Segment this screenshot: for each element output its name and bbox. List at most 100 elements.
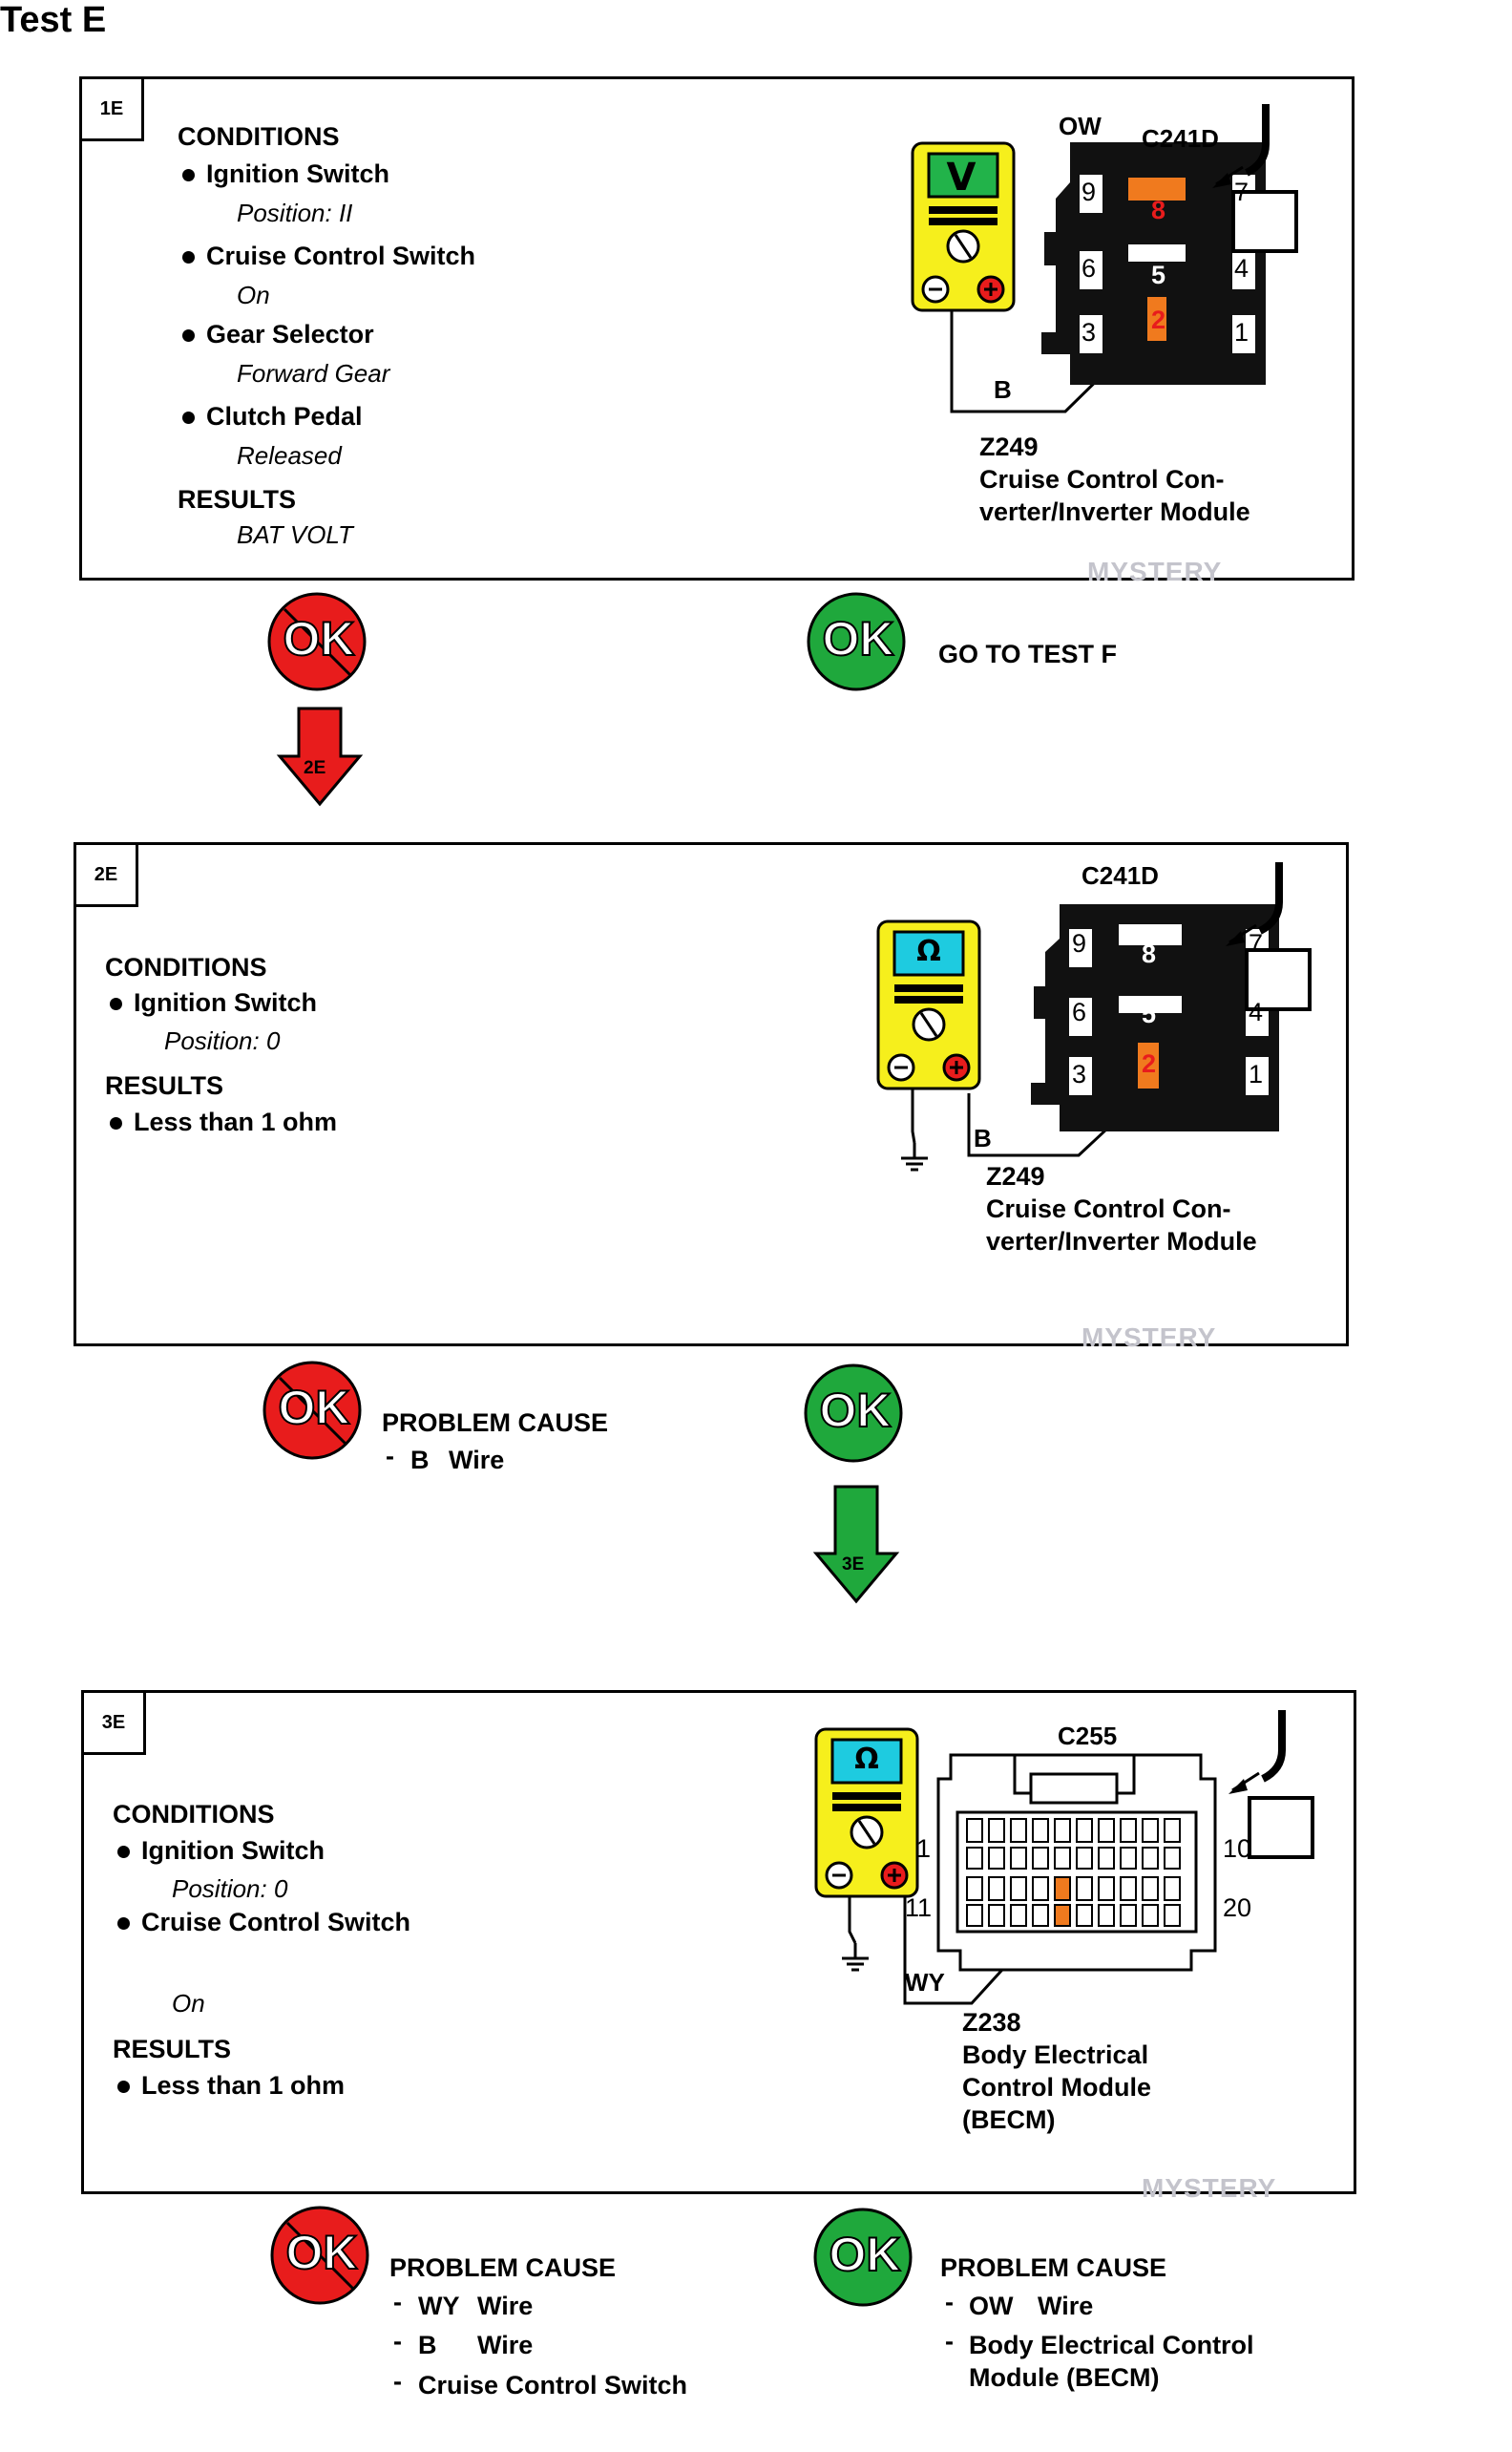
condition-name: Cruise Control Switch: [206, 242, 476, 270]
watermark: MYSTERY: [1087, 557, 1223, 586]
wire-label-b: B: [994, 375, 1012, 404]
arrow-label: 2E: [304, 758, 326, 778]
condition-value: Released: [237, 441, 342, 470]
problem-cause-heading: PROBLEM CAUSE: [940, 2253, 1167, 2282]
results-value: Less than 1 ohm: [134, 1108, 338, 1136]
pin-label-11: 11: [905, 1893, 933, 1922]
pin-3: 3: [1072, 1060, 1087, 1089]
ohmmeter: [814, 1727, 919, 1898]
pin-5: 5: [1142, 1000, 1157, 1028]
ohm-symbol: Ω: [916, 935, 941, 968]
cause-dash: -: [945, 2288, 954, 2316]
step-tag: 2E: [76, 845, 138, 907]
voltmeter-symbol: V: [946, 156, 976, 200]
condition-value: Position: 0: [164, 1026, 281, 1055]
ohm-symbol: Ω: [854, 1743, 879, 1776]
wire-label-ow: OW: [1059, 112, 1102, 140]
cause-dash: -: [393, 2367, 402, 2396]
step-tag: 3E: [84, 1693, 146, 1755]
condition-value: Position: II: [237, 199, 353, 227]
step-tag: 1E: [82, 79, 144, 141]
not-ok-text: OK: [283, 611, 356, 666]
condition-name: Ignition Switch: [206, 159, 389, 188]
bullet: [117, 1917, 130, 1930]
pin-7: 7: [1234, 178, 1250, 206]
test-diagram: [814, 1693, 1344, 2005]
cause-dash: -: [393, 2327, 402, 2356]
pin-6: 6: [1082, 254, 1097, 283]
go-to-test-link[interactable]: GO TO TEST F: [938, 640, 1118, 668]
arrow-label: 3E: [842, 1554, 865, 1575]
test-step-3e-panel: 3E CONDITIONS Ignition Switch Position: …: [81, 1690, 1356, 2203]
conditions-heading: CONDITIONS: [113, 1800, 275, 1828]
connector-label: C241D: [1082, 861, 1159, 890]
not-ok-badge: [270, 2206, 369, 2305]
wire-label-b: B: [974, 1124, 992, 1152]
condition-name: Cruise Control Switch: [141, 1908, 411, 1936]
not-ok-badge: [267, 592, 367, 691]
pin-row-bottom: [966, 1876, 1181, 1927]
pin-7: 7: [1249, 929, 1264, 958]
component-name-line2: verter/Inverter Module: [979, 497, 1250, 526]
cause-text: Cruise Control Switch: [418, 2371, 688, 2399]
down-arrow-red: [276, 707, 364, 807]
cause-code: B: [418, 2331, 437, 2359]
component-name-line3: (BECM): [962, 2105, 1056, 2134]
component-id: Z249: [986, 1162, 1045, 1191]
component-name-line1: Cruise Control Con-: [986, 1194, 1231, 1223]
cause-text: Wire: [477, 2292, 534, 2320]
bullet: [117, 2081, 130, 2093]
connector-c255: [936, 1753, 1217, 1972]
results-heading: RESULTS: [113, 2035, 232, 2063]
condition-name: Ignition Switch: [134, 988, 317, 1017]
problem-cause-heading: PROBLEM CAUSE: [382, 1408, 609, 1437]
not-ok-badge: [262, 1361, 362, 1460]
condition-name: Gear Selector: [206, 320, 374, 349]
down-arrow-green: [812, 1485, 900, 1604]
connector-label: C255: [1058, 1722, 1118, 1750]
condition-value: Forward Gear: [237, 359, 390, 388]
pin-3: 3: [1082, 318, 1097, 347]
conditions-heading: CONDITIONS: [105, 953, 267, 982]
condition-value: On: [237, 281, 270, 309]
cause-code: B: [410, 1446, 430, 1474]
cause-text: Wire: [449, 1446, 505, 1474]
bullet: [182, 329, 195, 342]
bullet: [117, 1846, 130, 1858]
condition-value: On: [172, 1989, 205, 2018]
wire-label-wy: WY: [905, 1968, 945, 1997]
bullet: [182, 169, 195, 181]
page-title: Test E: [0, 0, 107, 40]
test-step-2e-panel: 2E CONDITIONS Ignition Switch Position: …: [74, 842, 1349, 1352]
cause-dash: -: [386, 1442, 394, 1470]
problem-cause-heading: PROBLEM CAUSE: [389, 2253, 617, 2282]
pin-1: 1: [1249, 1060, 1264, 1089]
pin-row-top: [966, 1818, 1181, 1870]
component-id: Z238: [962, 2008, 1021, 2037]
pin-6: 6: [1072, 998, 1087, 1026]
ohmmeter: [876, 920, 981, 1090]
conditions-heading: CONDITIONS: [178, 122, 340, 151]
bullet: [182, 251, 195, 264]
results-value: BAT VOLT: [237, 520, 353, 549]
cause-text: Module (BECM): [969, 2363, 1160, 2392]
pin-1: 1: [1234, 318, 1250, 347]
ok-text: OK: [822, 611, 895, 666]
cause-text: Wire: [1038, 2292, 1094, 2320]
pin-5: 5: [1151, 261, 1166, 289]
component-name-line2: Control Module: [962, 2073, 1151, 2102]
watermark: MYSTERY: [1082, 1322, 1217, 1352]
multimeter: [911, 141, 1016, 312]
pin-label-20: 20: [1223, 1893, 1252, 1922]
condition-name: Ignition Switch: [141, 1836, 325, 1865]
component-name-line2: verter/Inverter Module: [986, 1227, 1257, 1256]
results-heading: RESULTS: [105, 1071, 224, 1100]
not-ok-text: OK: [278, 1380, 351, 1435]
pin-9: 9: [1072, 929, 1087, 958]
results-value: Less than 1 ohm: [141, 2071, 346, 2100]
condition-value: Position: 0: [172, 1874, 288, 1903]
ok-text: OK: [819, 1383, 892, 1438]
test-diagram: [911, 98, 1342, 413]
ok-text: OK: [829, 2227, 902, 2282]
component-name-line1: Body Electrical: [962, 2040, 1149, 2069]
